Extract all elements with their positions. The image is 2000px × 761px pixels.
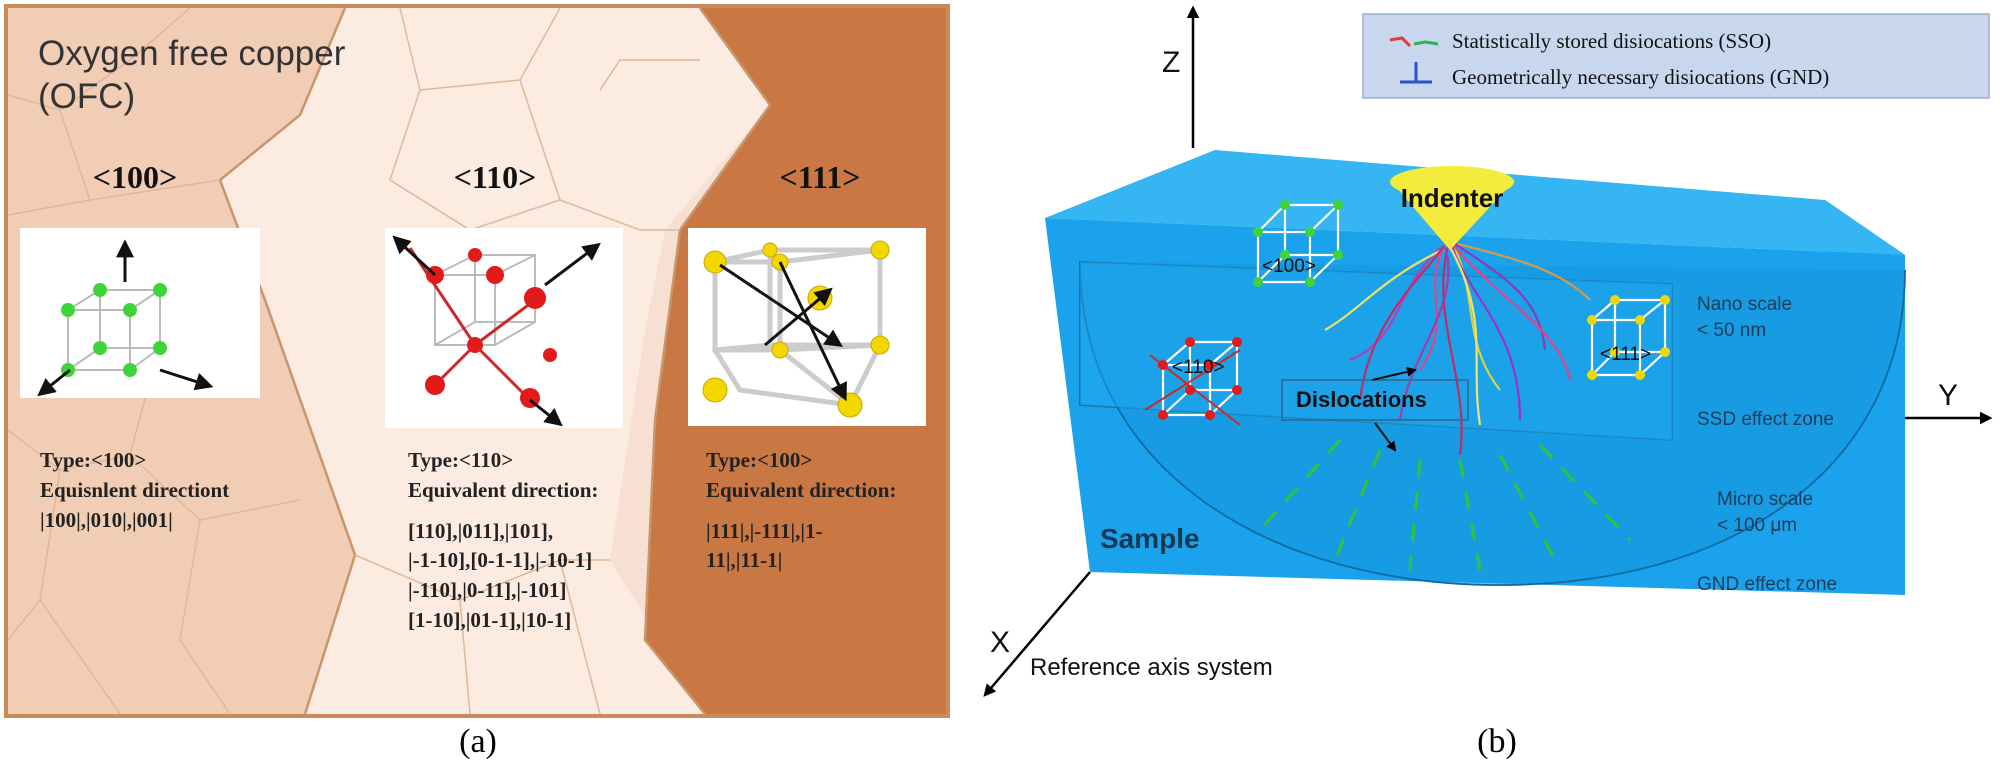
direction-list-line: |-110],|0-11],|-101] bbox=[408, 578, 567, 602]
panel-b-caption: (b) bbox=[1477, 723, 1517, 760]
x-axis bbox=[983, 571, 1091, 697]
direction-list-line: |-1-10],[0-1-1],|-10-1] bbox=[408, 548, 592, 572]
crystal-card bbox=[20, 228, 260, 398]
z-axis-label: Z bbox=[1162, 46, 1180, 79]
dislocation-pointers bbox=[1371, 366, 1417, 452]
cube-111-label: <111> bbox=[1600, 344, 1651, 365]
type-label: Type:<100> bbox=[706, 448, 812, 472]
panel-a-caption: (a) bbox=[459, 723, 497, 760]
gnd-zone-label: GND effect zone bbox=[1697, 574, 1837, 595]
legend: Statistically stored disiocations (SSO) … bbox=[1362, 13, 1990, 99]
direction-list-line: 11|,|11-1| bbox=[706, 548, 782, 572]
direction-list-line: [1-10],|01-1],|10-1] bbox=[408, 608, 571, 632]
ssd-zone-fill bbox=[1080, 262, 1672, 440]
cube-110-label: <110> bbox=[1172, 357, 1224, 378]
grain-110-group: <110> Type:<11 bbox=[385, 159, 623, 632]
crystal-card bbox=[385, 228, 623, 428]
grain-heading: <111> bbox=[780, 159, 861, 195]
nano-scale-label: Nano scale bbox=[1697, 294, 1792, 315]
reference-axis-label: Reference axis system bbox=[1030, 654, 1273, 681]
gnd-legend-icon bbox=[1400, 62, 1432, 84]
dislocations-label: Dislocations bbox=[1296, 387, 1427, 412]
gnd-rays bbox=[1258, 439, 1632, 571]
legend-ssd-label: Statistically stored disiocations (SSO) bbox=[1452, 29, 1771, 53]
ssd-legend-icon bbox=[1389, 36, 1439, 48]
direction-arrows bbox=[719, 261, 847, 402]
cube-100-label: <100> bbox=[1262, 256, 1316, 277]
equiv-label: Equivalent direction: bbox=[706, 478, 896, 502]
indenter-top bbox=[1390, 166, 1514, 198]
direction-arrows bbox=[37, 239, 214, 397]
sample-label: Sample bbox=[1100, 523, 1200, 554]
grain-heading: <110> bbox=[454, 159, 537, 195]
micro-scale-label: Micro scale bbox=[1717, 489, 1813, 510]
cube-100: <100> bbox=[1253, 200, 1343, 287]
grain-100-group: <100> Type:<100> Equisnlent directiont |… bbox=[20, 159, 260, 532]
direction-list-line: |111|,|-111|,|1- bbox=[706, 519, 822, 543]
ssd-zone-label: SSD effect zone bbox=[1697, 409, 1834, 430]
equiv-label: Equisnlent directiont bbox=[40, 478, 229, 502]
x-axis-label: X bbox=[990, 626, 1010, 659]
type-label: Type:<110> bbox=[408, 448, 513, 472]
panel-b: Statistically stored disiocations (SSO) … bbox=[983, 5, 1993, 760]
cube-111: <111> bbox=[1587, 295, 1670, 380]
sub-grain-lines bbox=[7, 7, 700, 715]
direction-list-line: |100|,|010|,|001| bbox=[40, 508, 173, 532]
equiv-label: Equivalent direction: bbox=[408, 478, 598, 502]
material-title-line1: Oxygen free copper bbox=[38, 34, 346, 73]
micro-scale-value: < 100 μm bbox=[1717, 515, 1797, 536]
grain-111-group: <111> Type:<100> Equivalent dir bbox=[688, 159, 926, 572]
type-label: Type:<100> bbox=[40, 448, 146, 472]
grain-heading: <100> bbox=[93, 159, 177, 195]
legend-box bbox=[1362, 13, 1990, 99]
direction-arrows bbox=[392, 235, 601, 427]
y-axis-label: Y bbox=[1938, 379, 1958, 412]
dislocation-lines bbox=[1324, 239, 1591, 456]
nano-scale-value: < 50 nm bbox=[1697, 320, 1766, 341]
panel-a: Oxygen free copper (OFC) <100> Type:<100… bbox=[4, 4, 950, 760]
indenter-cone bbox=[1390, 180, 1515, 250]
cube-110: <110> bbox=[1144, 337, 1242, 426]
indenter-label: Indenter bbox=[1401, 183, 1504, 213]
material-title-line2: (OFC) bbox=[38, 77, 135, 116]
direction-list-line: [110],|011],|101], bbox=[408, 519, 553, 543]
legend-gnd-label: Geometrically necessary disiocations (GN… bbox=[1452, 65, 1829, 89]
